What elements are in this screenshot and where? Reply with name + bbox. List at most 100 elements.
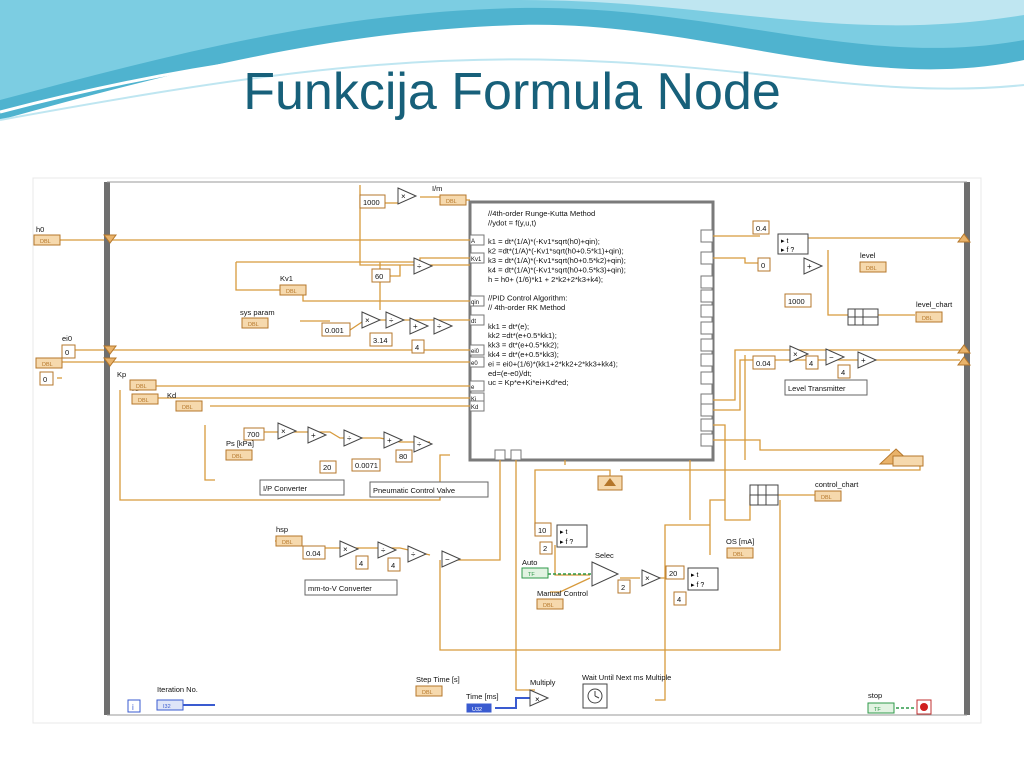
svg-text:▸ t: ▸ t	[691, 572, 698, 579]
caption-ip-converter: I/P Converter	[263, 484, 308, 493]
caption-box	[304, 579, 398, 596]
arith-op-symbol: ÷	[437, 322, 442, 331]
arith-op-symbol: ×	[793, 350, 798, 359]
label-manual-control: Manual Control	[537, 589, 588, 598]
formula-code-line: kk3 = dt*(e+0.5*kk2);	[488, 341, 559, 350]
formula-input-label: e0	[471, 361, 478, 367]
formula-input-label: ei0	[471, 349, 480, 355]
arith-node	[307, 426, 328, 444]
arith-op-symbol: ÷	[417, 262, 422, 271]
label-sys-param: sys param	[240, 308, 275, 317]
const-0.0071: 0.0071	[355, 461, 378, 470]
arith-op-symbol: +	[413, 322, 418, 331]
formula-code-line: ei = ei0+(1/6)*(kk1+2*kk2+2*kk3+kk4);	[488, 359, 618, 368]
label-i-m: I/m	[432, 184, 442, 193]
const-0.001-box	[321, 322, 351, 337]
ps-control-frame	[225, 449, 253, 461]
formula-output-terminal	[700, 321, 714, 335]
formula-output-terminal	[700, 229, 714, 243]
arith-op-symbol: +	[311, 431, 316, 440]
loop-left-border	[104, 182, 110, 715]
caption-box	[259, 479, 345, 496]
control-e0-box	[39, 371, 54, 386]
stop-control-frame	[867, 702, 895, 714]
const-0-box	[757, 257, 771, 272]
timing-nodes: ×	[529, 683, 932, 715]
formula-code-line: kk1 = dt*(e);	[488, 322, 529, 331]
formula-input-label: qin	[471, 300, 479, 306]
arith-op-symbol: ×	[645, 574, 650, 583]
svg-text:▸ f ?: ▸ f ?	[560, 539, 573, 546]
control-chart-indicator-frame	[814, 490, 842, 502]
const-700: 700	[247, 430, 260, 439]
formula-input-label: Kd	[471, 405, 478, 411]
formula-output-terminal	[700, 353, 714, 367]
const-20b: 20	[669, 569, 677, 578]
arith-op-symbol: ÷	[347, 434, 352, 443]
const-4b-box	[805, 355, 819, 370]
os-indicator-frame	[726, 547, 754, 559]
arith-node	[413, 257, 434, 275]
arith-node	[407, 545, 428, 563]
formula-node	[468, 200, 715, 462]
caption-mm-to-v: mm-to-V Converter	[308, 584, 372, 593]
kd-control-frame	[175, 400, 203, 412]
const-2: 2	[543, 544, 547, 553]
label-select: Selec	[595, 551, 614, 560]
arith-node	[825, 348, 846, 366]
level-indicator-frame	[859, 261, 887, 273]
e0-indicator-frame	[35, 357, 63, 369]
formula-code-line: k1 = dt*(1/A)*(-Kv1*sqrt(h0)+qin);	[488, 237, 600, 246]
const-4-box	[411, 339, 425, 354]
kd-control: DBL	[182, 405, 193, 411]
header-wave-decoration	[0, 0, 1024, 121]
formula-output-terminal	[700, 304, 714, 318]
arith-node	[385, 311, 406, 329]
iteration-terminal	[127, 699, 141, 713]
caption-pneumatic: Pneumatic Control Valve	[373, 486, 455, 495]
manual-control-frame	[536, 598, 564, 610]
arith-node	[413, 435, 434, 453]
arith-node	[789, 345, 810, 363]
const-2b-box	[617, 579, 631, 594]
arith-node	[343, 429, 364, 447]
shift-registers	[103, 233, 971, 367]
const-1000-box	[359, 194, 386, 209]
const-0.4-box	[752, 220, 770, 235]
control-e0: 0	[43, 375, 47, 384]
formula-code-line: k3 = dt*(1/A)*(-Kv1*sqrt(h0+0.5*k2)+qin)…	[488, 256, 626, 265]
const-10-box	[534, 522, 552, 537]
auto-control: TF	[528, 572, 535, 578]
const-3.14: 3.14	[373, 336, 388, 345]
const-20b-box	[665, 565, 685, 580]
arith-node	[433, 317, 454, 335]
label-hsp: hsp	[276, 525, 288, 534]
const-60: 60	[375, 272, 383, 281]
label-h0: h0	[36, 225, 44, 234]
sys-param-control: DBL	[248, 322, 259, 328]
arith-node	[857, 351, 878, 369]
arith-node	[377, 541, 398, 559]
const-0.4: 0.4	[756, 224, 766, 233]
caption-box	[369, 481, 489, 498]
manual-control: DBL	[543, 603, 554, 609]
label-ei0: ei0	[62, 334, 72, 343]
slide-title: Funkcija Formula Node	[243, 63, 781, 121]
const-4: 4	[415, 343, 419, 352]
level-chart-indicator-frame	[915, 311, 943, 323]
label-os-ma: OS [mA]	[726, 537, 754, 546]
label-kp: Kp	[117, 370, 126, 379]
formula-input-label: Kv1	[471, 257, 482, 263]
formula-input-label: e	[471, 385, 475, 391]
label-wait: Wait Until Next ms Multiple	[582, 673, 671, 682]
label-level-chart: level_chart	[916, 300, 953, 309]
kv1-control-frame	[279, 284, 307, 296]
const-700-box	[243, 427, 265, 441]
const-0.04: 0.04	[756, 359, 771, 368]
const-80-box	[395, 449, 413, 463]
arith-node	[383, 431, 404, 449]
const-1000b: 1000	[788, 297, 805, 306]
formula-output-terminal	[700, 371, 714, 385]
